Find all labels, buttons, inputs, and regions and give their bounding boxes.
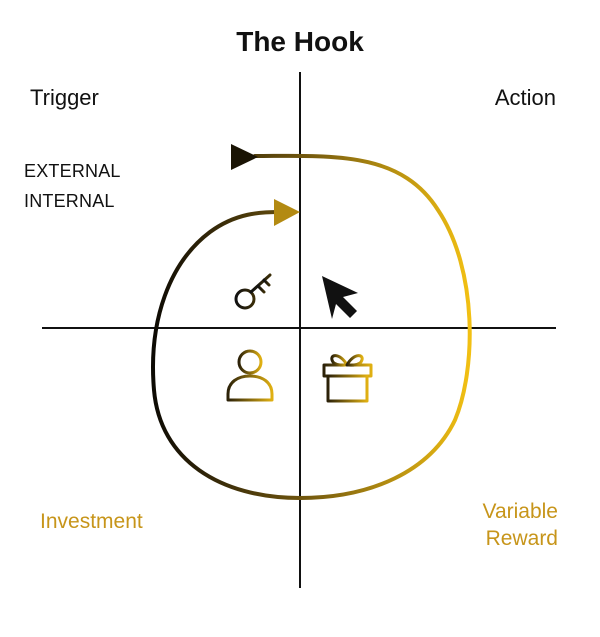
diagram-title: The Hook xyxy=(236,26,364,57)
external-arrowhead xyxy=(231,144,258,170)
cursor-arrow-icon xyxy=(322,276,358,319)
gift-icon xyxy=(322,354,373,403)
investment-label: Investment xyxy=(40,510,143,533)
hook-loop-path xyxy=(151,153,472,501)
external-trigger-label: EXTERNAL xyxy=(24,161,121,181)
action-label: Action xyxy=(494,85,556,110)
internal-arrowhead xyxy=(274,199,300,226)
trigger-label: Trigger xyxy=(30,85,99,110)
variable-reward-line1: Variable xyxy=(482,500,559,523)
key-icon xyxy=(234,273,272,310)
person-icon xyxy=(226,349,274,402)
internal-trigger-label: INTERNAL xyxy=(24,191,115,211)
variable-reward-line2: Reward xyxy=(485,527,558,550)
variable-reward-label: Variable Reward xyxy=(483,498,559,552)
